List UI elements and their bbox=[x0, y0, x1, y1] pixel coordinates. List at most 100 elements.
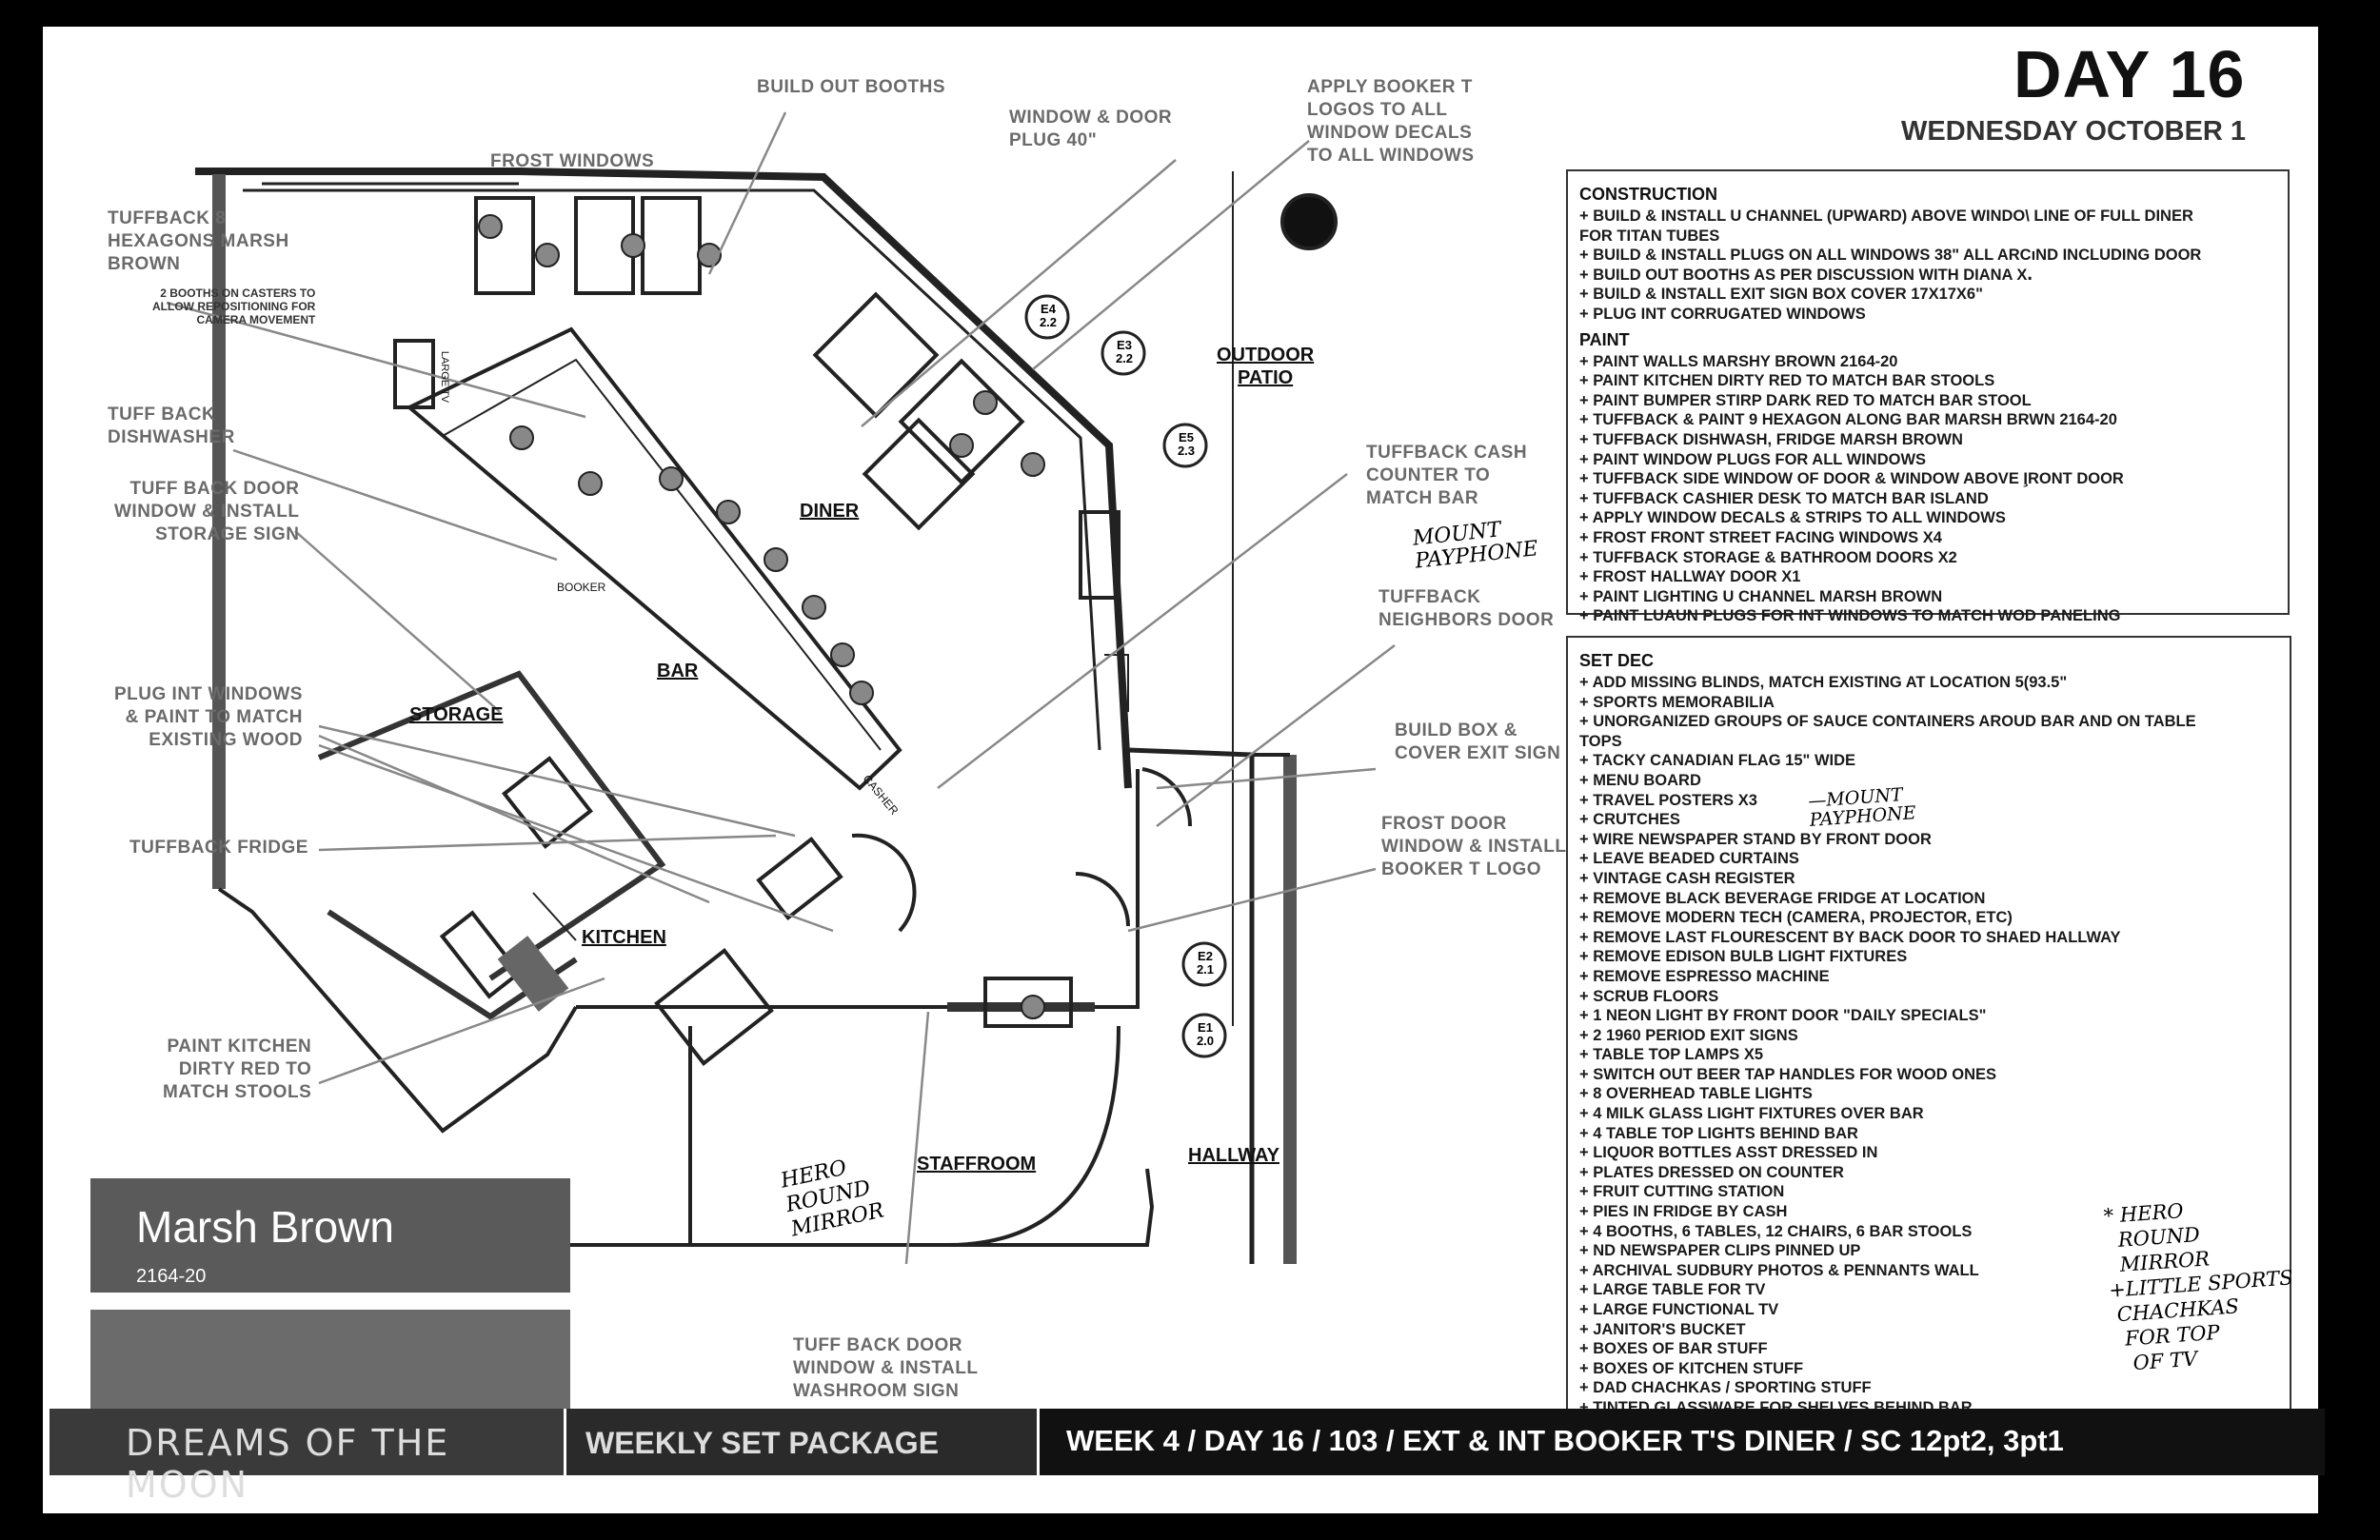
setdec-item: + 4 BOOTHS, 6 TABLES, 12 CHAIRS, 6 BAR S… bbox=[1579, 1222, 1973, 1240]
paint-item: + PAINT LIGHTING U CHANNEL MARSH BROWN bbox=[1579, 587, 1943, 605]
setdec-item: + CRUTCHES bbox=[1579, 811, 1680, 829]
callout-paint-kitchen: PAINT KITCHEN DIRTY RED TO MATCH STOOLS bbox=[163, 1037, 312, 1102]
paint-item: + APPLY WINDOW DECALS & STRIPS TO ALL WI… bbox=[1579, 509, 2006, 527]
setdec-item: + REMOVE EDISON BULB LIGHT FIXTURES bbox=[1579, 948, 1908, 966]
setdec-item: + ND NEWSPAPER CLIPS PINNED UP bbox=[1579, 1242, 1861, 1260]
setdec-item: + PLATES DRESSED ON COUNTER bbox=[1579, 1163, 1844, 1181]
paint-item: + TUFFBACK & PAINT 9 HEXAGON ALONG BAR M… bbox=[1579, 411, 2117, 429]
setdec-item: + 1 NEON LIGHT BY FRONT DOOR "DAILY SPEC… bbox=[1579, 1007, 1987, 1025]
booths-note: 2 BOOTHS ON CASTERS TO ALLOW REPOSITIONI… bbox=[152, 286, 316, 326]
setdec-item: + LIQUOR BOTTLES ASST DRESSED IN bbox=[1579, 1144, 1878, 1162]
setdec-item: + 4 TABLE TOP LIGHTS BEHIND BAR bbox=[1579, 1124, 1858, 1142]
construction-item: + BUILD & INSTALL PLUGS ON ALL WINDOWS 3… bbox=[1579, 247, 2202, 265]
paint-item: + PAINT BUMPER STIRP DARK RED TO MATCH B… bbox=[1579, 391, 2032, 409]
construction-title: CONSTRUCTION bbox=[1579, 185, 1717, 204]
footer-info-text: WEEK 4 / DAY 16 / 103 / EXT & INT BOOKER… bbox=[1066, 1424, 2064, 1457]
construction-list: + BUILD & INSTALL U CHANNEL (UPWARD) ABO… bbox=[1579, 207, 2276, 325]
setdec-item: + UNORGANIZED GROUPS OF SAUCE CONTAINERS… bbox=[1579, 713, 2196, 731]
room-bar: BAR bbox=[657, 661, 699, 681]
construction-item: FOR TITAN TUBES bbox=[1579, 227, 1720, 245]
callout-tuffback-cash: TUFFBACK CASH COUNTER TO MATCH BAR bbox=[1366, 443, 1528, 508]
color-swatch-card: Marsh Brown 2164-20 bbox=[90, 1178, 570, 1416]
setdec-item: TOPS bbox=[1579, 732, 1622, 750]
callout-frost-windows: FROST WINDOWS bbox=[490, 151, 655, 171]
paint-title: PAINT bbox=[1579, 329, 1630, 349]
handwritten-mount-payphone-note: —MOUNT PAYPHONE bbox=[1807, 784, 1917, 831]
callout-tuffback-fridge: TUFFBACK FRIDGE bbox=[129, 838, 308, 858]
swatch-fill bbox=[90, 1310, 570, 1416]
footer-info: WEEK 4 / DAY 16 / 103 / EXT & INT BOOKER… bbox=[1040, 1409, 2325, 1475]
set-dec-title: SET DEC bbox=[1579, 651, 1655, 670]
footer-show-title: DREAMS OF THE MOON bbox=[50, 1409, 564, 1506]
callout-build-box: BUILD BOX & COVER EXIT SIGN bbox=[1395, 721, 1561, 763]
callout-frost-door: FROST DOOR WINDOW & INSTALL BOOKER T LOG… bbox=[1381, 814, 1567, 879]
construction-item: + BUILD OUT BOOTHS AS PER DISCUSSION WIT… bbox=[1579, 266, 2033, 284]
floor-plan bbox=[166, 111, 1396, 1264]
paint-item: + PAINT LUAUN PLUGS FOR INT WINDOWS TO M… bbox=[1579, 607, 2121, 625]
setdec-item: + SPORTS MEMORABILIA bbox=[1579, 693, 1775, 711]
construction-panel: CONSTRUCTION + BUILD & INSTALL U CHANNEL… bbox=[1566, 169, 2290, 624]
day-title: DAY 16 bbox=[2013, 37, 2246, 111]
callout-tuff-washroom: TUFF BACK DOOR WINDOW & INSTALL WASHROOM… bbox=[793, 1335, 979, 1401]
setdec-item: + ADD MISSING BLINDS, MATCH EXISTING AT … bbox=[1579, 674, 2068, 691]
set-package-sheet: DAY 16 WEDNESDAY OCTOBER 1 bbox=[43, 27, 2318, 1513]
room-kitchen: KITCHEN bbox=[582, 927, 666, 948]
swatch-header bbox=[90, 1178, 570, 1293]
setdec-item: + BOXES OF BAR STUFF bbox=[1579, 1340, 1768, 1358]
paint-item: + TUFFBACK STORAGE & BATHROOM DOORS X2 bbox=[1579, 548, 1957, 566]
callout-build-booths: BUILD OUT BOOTHS bbox=[757, 77, 945, 97]
construction-item: + PLUG INT CORRUGATED WINDOWS bbox=[1579, 305, 1866, 323]
paint-item: + PAINT WINDOW PLUGS FOR ALL WINDOWS bbox=[1579, 450, 1927, 468]
room-staffroom: STAFFROOM bbox=[917, 1154, 1037, 1175]
setdec-item: + LARGE FUNCTIONAL TV bbox=[1579, 1301, 1779, 1318]
setdec-item: + DAD CHACHKAS / SPORTING STUFF bbox=[1579, 1379, 1872, 1397]
room-storage: STORAGE bbox=[409, 704, 504, 725]
callout-window-door-plug: WINDOW & DOOR PLUG 40" bbox=[1009, 108, 1173, 150]
setdec-item: + TACKY CANADIAN FLAG 15" WIDE bbox=[1579, 752, 1856, 770]
setdec-item: + 4 MILK GLASS LIGHT FIXTURES OVER BAR bbox=[1579, 1105, 1924, 1123]
setdec-item: + REMOVE MODERN TECH (CAMERA, PROJECTOR,… bbox=[1579, 909, 2013, 927]
swatch-name: Marsh Brown bbox=[136, 1202, 394, 1252]
setdec-item: + REMOVE ESPRESSO MACHINE bbox=[1579, 967, 1830, 985]
setdec-item: + WIRE NEWSPAPER STAND BY FRONT DOOR bbox=[1579, 830, 1932, 848]
paint-item: + FROST HALLWAY DOOR X1 bbox=[1579, 568, 1801, 586]
callout-tuff-dishwasher: TUFF BACK DISHWASHER bbox=[108, 405, 235, 447]
room-diner: DINER bbox=[800, 501, 860, 522]
package-text: WEEKLY SET PACKAGE bbox=[585, 1426, 940, 1460]
setdec-item: + 8 OVERHEAD TABLE LIGHTS bbox=[1579, 1085, 1813, 1103]
booker-label: BOOKER bbox=[557, 581, 606, 594]
setdec-item: + JANITOR'S BUCKET bbox=[1579, 1320, 1746, 1338]
footer-bar: DREAMS OF THE MOON WEEKLY SET PACKAGE WE… bbox=[50, 1409, 2325, 1506]
setdec-item: + LARGE TABLE FOR TV bbox=[1579, 1281, 1766, 1299]
setdec-item: + SCRUB FLOORS bbox=[1579, 987, 1719, 1005]
setdec-item: + TRAVEL POSTERS X3 bbox=[1579, 791, 1757, 809]
handwritten-hero-mirror-note: * HERO ROUND MIRROR +LITTLE SPORTS CHACH… bbox=[2102, 1199, 2294, 1376]
setdec-item: + VINTAGE CASH REGISTER bbox=[1579, 869, 1795, 887]
callout-tuffback-hexagons: TUFFBACK 8 HEXAGONS MARSH BROWN bbox=[108, 208, 289, 274]
room-hallway: HALLWAY bbox=[1188, 1145, 1279, 1166]
show-title-text: DREAMS OF THE MOON bbox=[126, 1422, 450, 1506]
paint-item: + TUFFBACK CASHIER DESK TO MATCH BAR ISL… bbox=[1579, 489, 1989, 507]
setdec-item: + LEAVE BEADED CURTAINS bbox=[1579, 850, 1799, 868]
callout-plug-int-windows: PLUG INT WINDOWS & PAINT TO MATCH EXISTI… bbox=[114, 684, 303, 750]
setdec-item: + FRUIT CUTTING STATION bbox=[1579, 1183, 1785, 1201]
set-dec-panel: SET DEC + ADD MISSING BLINDS, MATCH EXIS… bbox=[1566, 636, 2291, 1435]
setdec-item: + ARCHIVAL SUDBURY PHOTOS & PENNANTS WAL… bbox=[1579, 1261, 1979, 1279]
setdec-item: + MENU BOARD bbox=[1579, 771, 1701, 789]
construction-item: + BUILD & INSTALL EXIT SIGN BOX COVER 17… bbox=[1579, 286, 1983, 304]
swatch-code: 2164-20 bbox=[136, 1266, 207, 1287]
paint-list: + PAINT WALLS MARSHY BROWN 2164-20+ PAIN… bbox=[1579, 352, 2276, 626]
paint-item: + PAINT KITCHEN DIRTY RED TO MATCH BAR S… bbox=[1579, 372, 1995, 390]
large-tv-label: LARGE TV bbox=[439, 350, 451, 404]
setdec-item: + BOXES OF KITCHEN STUFF bbox=[1579, 1359, 1804, 1377]
date-subtitle: WEDNESDAY OCTOBER 1 bbox=[1901, 116, 2247, 147]
setdec-item: + SWITCH OUT BEER TAP HANDLES FOR WOOD O… bbox=[1579, 1065, 1997, 1083]
footer-package-label: WEEKLY SET PACKAGE bbox=[564, 1409, 1040, 1475]
setdec-item: + REMOVE LAST FLOURESCENT BY BACK DOOR T… bbox=[1579, 928, 2121, 946]
paint-item: + FROST FRONT STREET FACING WINDOWS X4 bbox=[1579, 528, 1942, 546]
setdec-item: + TABLE TOP LAMPS X5 bbox=[1579, 1046, 1763, 1064]
